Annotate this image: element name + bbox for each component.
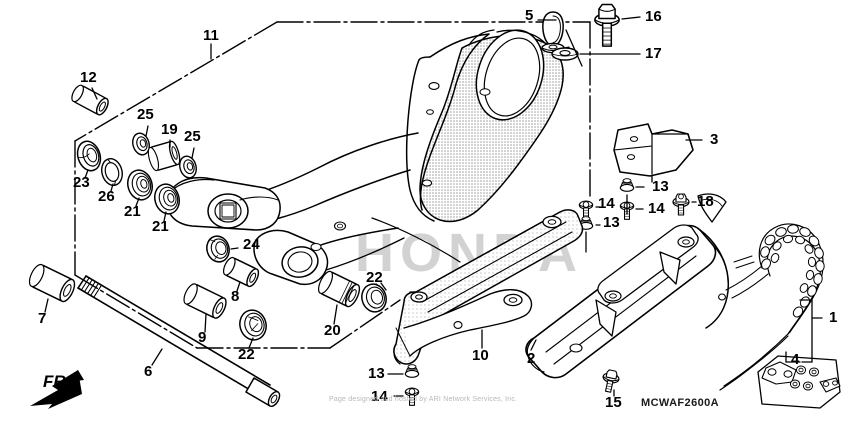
- callout-11[interactable]: 11: [203, 27, 219, 44]
- diagram-code: MCWAF2600A: [641, 397, 719, 409]
- callout-14-left[interactable]: 14: [598, 195, 615, 212]
- callout-13-bottom[interactable]: 13: [368, 365, 385, 382]
- callout-15[interactable]: 15: [605, 394, 622, 411]
- callout-13-bracket[interactable]: 13: [652, 178, 669, 195]
- front-direction-arrow: [30, 370, 84, 409]
- callout-10[interactable]: 10: [472, 347, 489, 364]
- callout-12[interactable]: 12: [80, 69, 97, 86]
- callout-19[interactable]: 19: [161, 121, 178, 138]
- callout-23[interactable]: 23: [73, 174, 90, 191]
- callout-16[interactable]: 16: [645, 8, 662, 25]
- callout-9[interactable]: 9: [198, 329, 207, 346]
- callout-25-upper[interactable]: 25: [137, 106, 154, 123]
- callout-21-lower[interactable]: 21: [152, 218, 169, 235]
- callout-17[interactable]: 17: [645, 45, 662, 62]
- callout-13-slider[interactable]: 13: [603, 214, 620, 231]
- callout-20[interactable]: 20: [324, 322, 341, 339]
- callout-6[interactable]: 6: [144, 363, 153, 380]
- callout-8[interactable]: 8: [231, 288, 240, 305]
- callout-22-upper[interactable]: 22: [366, 269, 383, 286]
- callout-24[interactable]: 24: [243, 236, 260, 253]
- front-direction-label: FR.: [43, 372, 71, 391]
- callout-14-right[interactable]: 14: [648, 200, 665, 217]
- callout-2[interactable]: 2: [527, 350, 536, 367]
- callout-21-upper[interactable]: 21: [124, 203, 141, 220]
- callout-3[interactable]: 3: [710, 131, 719, 148]
- callout-25-right[interactable]: 25: [184, 128, 201, 145]
- callout-1[interactable]: 1: [829, 309, 838, 326]
- callout-14-bottom[interactable]: 14: [371, 388, 388, 405]
- copyright-watermark: Page designed and hosted by ARI Network …: [329, 396, 518, 403]
- callout-5[interactable]: 5: [525, 7, 534, 24]
- callout-4[interactable]: 4: [791, 351, 800, 368]
- callout-18[interactable]: 18: [697, 193, 714, 210]
- callout-7[interactable]: 7: [38, 310, 47, 327]
- callout-26[interactable]: 26: [98, 188, 115, 205]
- callout-22-lower[interactable]: 22: [238, 346, 255, 363]
